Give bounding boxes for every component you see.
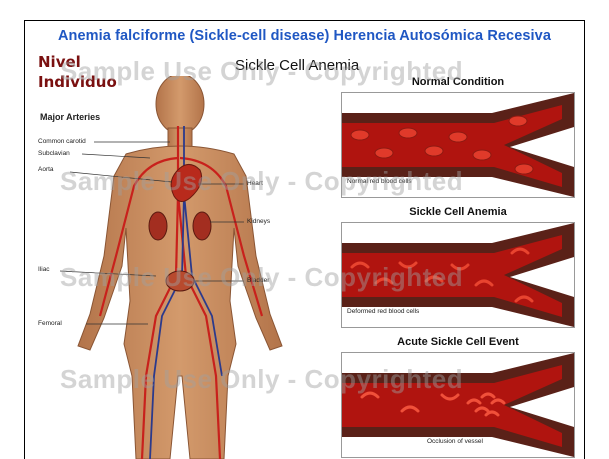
watermark: Sample Use Only - Copyrighted <box>60 262 463 293</box>
label-kidneys: Kidneys <box>247 218 270 225</box>
frame-right-line <box>584 20 585 459</box>
label-femoral: Femoral <box>38 320 62 327</box>
label-subclavian: Subclavian <box>38 150 70 157</box>
panel-title: Sickle Cell Anemia <box>341 206 575 218</box>
panel-acute-sickle-cell-event: Acute Sickle Cell Event Occlusion of ve <box>341 336 575 458</box>
label-iliac: Iliac <box>38 266 50 273</box>
watermark: Sample Use Only - Copyrighted <box>60 166 463 197</box>
panel-title: Acute Sickle Cell Event <box>341 336 575 348</box>
label-aorta: Aorta <box>38 166 54 173</box>
callout-deformed-red-blood-cells: Deformed red blood cells <box>345 308 421 315</box>
watermark: Sample Use Only - Copyrighted <box>60 56 463 87</box>
arteries-title: Major Arteries <box>40 112 100 122</box>
frame-top-line <box>24 20 585 21</box>
slide-title: Anemia falciforme (Sickle-cell disease) … <box>0 28 609 44</box>
watermark: Sample Use Only - Copyrighted <box>60 364 463 395</box>
frame-left-line <box>24 20 25 459</box>
label-common-carotid: Common carotid <box>38 138 86 145</box>
callout-occlusion-of-vessel: Occlusion of vessel <box>425 438 485 445</box>
